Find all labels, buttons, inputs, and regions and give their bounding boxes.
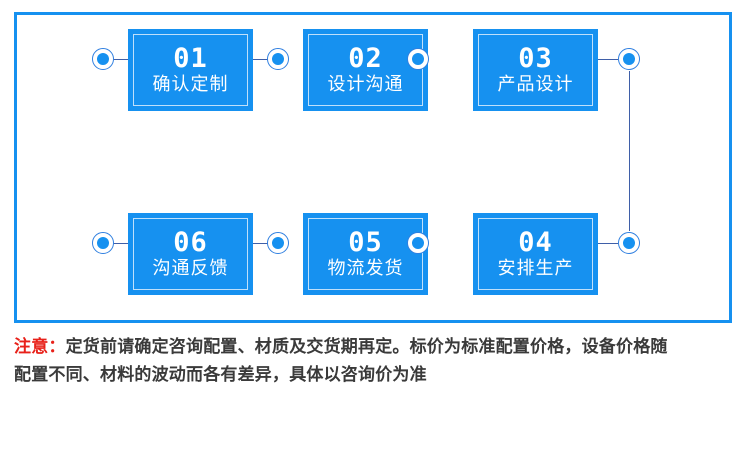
footer-note-line-2: 配置不同、材料的波动而各有差异，具体以咨询价为准 [14, 361, 736, 389]
step-box-05-inner: 05 物流发货 [308, 218, 423, 290]
footer-note: 注意：定货前请确定咨询配置、材质及交货期再定。标价为标准配置价格，设备价格随 配… [14, 333, 736, 389]
footer-note-warning-label: 注意： [14, 337, 66, 357]
circle-node-icon-between-01-02 [267, 48, 289, 70]
circle-node-icon-between-05-04 [407, 232, 429, 254]
step-label-01: 确认定制 [152, 73, 229, 95]
step-box-03[interactable]: 03 产品设计 [473, 29, 598, 111]
footer-note-text-1: 定货前请确定咨询配置、材质及交货期再定。标价为标准配置价格，设备价格随 [65, 337, 668, 357]
circle-node-icon-start [92, 48, 114, 70]
step-box-05[interactable]: 05 物流发货 [303, 213, 428, 295]
step-label-04: 安排生产 [497, 257, 574, 279]
circle-node-icon-after-03 [618, 48, 640, 70]
step-box-04[interactable]: 04 安排生产 [473, 213, 598, 295]
step-box-01-inner: 01 确认定制 [133, 34, 248, 106]
step-box-01[interactable]: 01 确认定制 [128, 29, 253, 111]
step-label-02: 设计沟通 [327, 73, 404, 95]
step-number-06: 06 [173, 227, 208, 259]
step-box-02[interactable]: 02 设计沟通 [303, 29, 428, 111]
step-number-03: 03 [518, 43, 553, 75]
step-box-03-inner: 03 产品设计 [478, 34, 593, 106]
step-box-02-inner: 02 设计沟通 [308, 34, 423, 106]
step-label-06: 沟通反馈 [152, 257, 229, 279]
connector-line-step04-to-corner [584, 243, 618, 244]
flow-diagram-frame: 01 确认定制 02 设计沟通 03 产品设计 04 安排生产 05 物流发货 [14, 12, 732, 323]
step-number-01: 01 [173, 43, 208, 75]
circle-node-icon-between-02-03 [407, 48, 429, 70]
step-number-05: 05 [348, 227, 383, 259]
circle-node-icon-between-06-05 [267, 232, 289, 254]
step-label-03: 产品设计 [497, 73, 574, 95]
connector-line-step03-to-corner [584, 59, 618, 60]
connector-line-vertical-step03-to-step04 [629, 71, 630, 231]
circle-node-icon-after-04 [618, 232, 640, 254]
step-number-02: 02 [348, 43, 383, 75]
circle-node-icon-end [92, 232, 114, 254]
step-box-06-inner: 06 沟通反馈 [133, 218, 248, 290]
step-box-04-inner: 04 安排生产 [478, 218, 593, 290]
footer-note-line-1: 注意：定货前请确定咨询配置、材质及交货期再定。标价为标准配置价格，设备价格随 [14, 333, 736, 361]
step-box-06[interactable]: 06 沟通反馈 [128, 213, 253, 295]
footer-note-text-2: 配置不同、材料的波动而各有差异，具体以咨询价为准 [14, 365, 427, 386]
step-label-05: 物流发货 [327, 257, 404, 279]
step-number-04: 04 [518, 227, 553, 259]
